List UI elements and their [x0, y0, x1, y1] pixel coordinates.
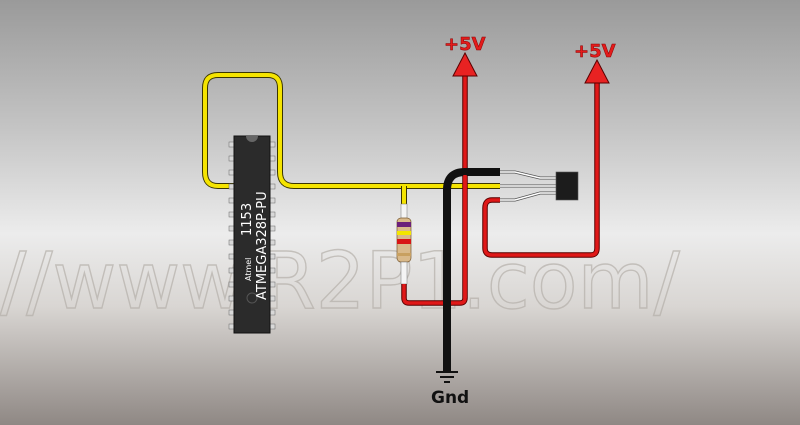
vcc-arrow-left-icon [452, 51, 478, 77]
chip-pin [269, 267, 276, 274]
chip-pin [228, 253, 235, 260]
chip-pin [269, 211, 276, 218]
chip-pin [228, 141, 235, 148]
chip-pin [228, 183, 235, 190]
chip-pin [228, 323, 235, 330]
chip-pin [269, 323, 276, 330]
chip-pin [228, 295, 235, 302]
chip-pin [269, 225, 276, 232]
chip-pin [228, 211, 235, 218]
watermark: //www.R2P1.com/ [0, 237, 680, 327]
sensor-component [555, 171, 579, 201]
ground-symbol-icon [436, 371, 458, 383]
chip-pin [228, 281, 235, 288]
chip-pin [228, 197, 235, 204]
chip-pin [269, 197, 276, 204]
chip-pin [228, 169, 235, 176]
atmega-chip: ATMEGA328P-PU 1153 Atmel [228, 135, 276, 334]
chip-pin [228, 267, 235, 274]
chip-brand-logo: Atmel [244, 258, 253, 281]
chip-part-number: ATMEGA328P-PU [255, 191, 270, 300]
vcc-label-right: +5V [574, 41, 616, 62]
chip-pin [228, 225, 235, 232]
resistor [396, 203, 412, 285]
vcc-arrow-right-icon [584, 58, 610, 84]
ground-wire [443, 168, 500, 372]
sensor-leads [500, 170, 556, 202]
chip-pin [228, 309, 235, 316]
power-wire-right [482, 82, 600, 258]
chip-pin [269, 141, 276, 148]
chip-pin [269, 281, 276, 288]
chip-pin [269, 295, 276, 302]
chip-pin [228, 239, 235, 246]
chip-pin [269, 309, 276, 316]
chip-date-code: 1153 [240, 203, 255, 236]
ground-label: Gnd [431, 388, 469, 408]
chip-pin [269, 183, 276, 190]
chip-pin [269, 155, 276, 162]
chip-pin [269, 253, 276, 260]
chip-pin [228, 155, 235, 162]
vcc-label-left: +5V [444, 34, 486, 55]
chip-pin [269, 239, 276, 246]
chip-pin [269, 169, 276, 176]
